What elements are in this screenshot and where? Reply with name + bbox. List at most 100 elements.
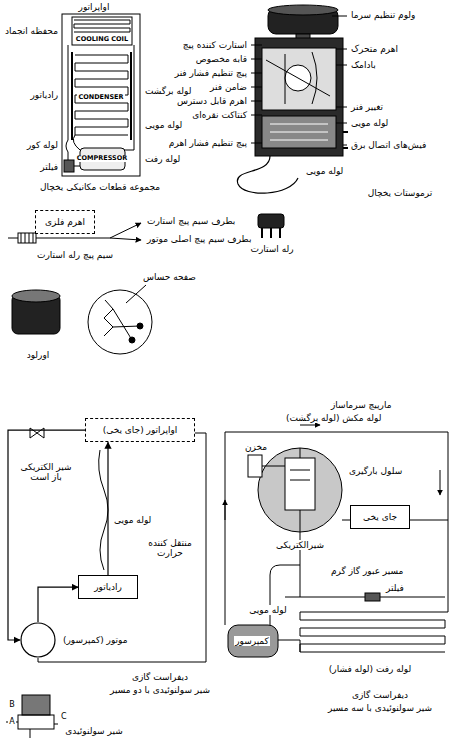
drawing-path — [113, 309, 140, 340]
part-label: استارت کننده پیچ — [182, 40, 248, 50]
part-label: ولوم تنظیم سرما — [350, 10, 416, 20]
component-box: اواپراتور (جای یخی) — [85, 418, 195, 442]
part-label: سیم پیچ رله استارت — [36, 250, 114, 260]
drawing-path — [73, 135, 80, 150]
part-label: رادیاتور — [29, 90, 59, 100]
drawing-path — [21, 233, 33, 243]
drawing-path — [300, 612, 448, 652]
part-label: شیر الکتریکی باز است — [14, 462, 78, 483]
part-label: مخزن — [244, 442, 268, 452]
part-label: COOLING COIL — [75, 36, 129, 43]
part-label: دیفراست گازی — [131, 672, 189, 682]
drawing-path — [74, 20, 130, 32]
part-label: لوله مویی — [305, 166, 344, 176]
drawing-rect — [72, 17, 132, 45]
drawing-path — [110, 223, 141, 238]
part-label: لوله مویی — [144, 120, 183, 130]
part-label: فیلتر — [39, 162, 59, 172]
drawing-path — [266, 52, 330, 104]
node-text: موتور (کمپرسور) — [62, 635, 129, 645]
part-label: اواپراتور — [78, 2, 111, 12]
component-box: جای یخی — [350, 505, 410, 529]
drawing-path — [104, 300, 113, 336]
drawing-path — [126, 285, 146, 303]
part-label: مجموعه قطعات مکانیکی یخچال — [39, 182, 161, 192]
part-label: لوله مویی — [350, 118, 389, 128]
drawing-path — [225, 432, 226, 625]
component-box: رادیاتور — [78, 575, 138, 599]
part-label: A — [8, 717, 15, 726]
part-label: شیر سولنوئیدی با سه مسیر — [327, 703, 433, 713]
pipe-connector — [107, 442, 108, 575]
pipe-connector — [8, 430, 85, 640]
part-label: محفظه انجماد — [4, 26, 59, 36]
part-label: شیرالکتریکی — [275, 540, 325, 550]
part-label: کمپرسور — [234, 636, 270, 646]
part-label: سلول بارگیری — [348, 466, 403, 476]
drawing-path — [225, 432, 448, 612]
part-label: اورلود — [26, 350, 51, 360]
part-label: رله استارت — [249, 244, 294, 254]
part-label: ضامن فنر — [209, 82, 248, 92]
drawing-path — [262, 228, 280, 238]
drawing-path — [332, 16, 347, 145]
drawing-path — [74, 166, 80, 167]
part-label: لوله مویی — [113, 515, 152, 525]
drawing-path — [290, 448, 310, 532]
drawing-rect — [365, 593, 380, 601]
drawing-path — [72, 52, 131, 140]
drawing-path — [270, 124, 328, 140]
node-text: اهرم فلزی — [44, 217, 86, 227]
compressor-circle: موتور (کمپرسور) — [20, 622, 56, 658]
drawing-path — [225, 500, 226, 520]
part-label: شیر سولنوئیدی — [64, 726, 123, 736]
drawing-rect — [62, 14, 140, 176]
part-label: بطرف سیم پیچ استارت — [146, 216, 236, 226]
drawing-path — [110, 238, 141, 240]
part-label: اهرم قابل دسترس — [176, 96, 248, 106]
drawing-rect — [22, 695, 50, 715]
part-label: لوله مکش (لوله برگشت) — [285, 413, 382, 423]
part-label: لوله مویی — [248, 605, 287, 615]
drawing-rect — [262, 116, 336, 148]
drawing-circle — [258, 448, 342, 532]
part-label: تغییر فنر — [350, 102, 384, 112]
drawing-path — [75, 55, 128, 135]
drawing-path — [300, 425, 320, 426]
drawing-rect — [18, 715, 54, 729]
node-text: جای یخی — [359, 512, 401, 522]
drawing-path — [237, 156, 298, 193]
part-label: قابه مخصوص — [195, 54, 248, 64]
part-label: ترموستات یخچال — [367, 188, 434, 198]
part-label: بادامک — [350, 60, 377, 70]
drawing-rect — [285, 458, 315, 510]
circle-shape — [21, 623, 55, 657]
part-label: لوله رفت (لوله فشار) — [328, 664, 412, 674]
part-label: دیفراست گازی — [351, 690, 409, 700]
drawing-path — [343, 132, 348, 148]
drawing-rect — [262, 48, 336, 110]
drawing-rect — [18, 233, 36, 243]
part-label: اهرم متحرک — [350, 44, 399, 54]
drawing-rect — [248, 455, 262, 477]
part-label: پیچ تنظیم فشار اهرم — [168, 138, 248, 148]
part-label: شیر سولنوئیدی با دو مسیر — [109, 685, 211, 695]
node-text: اواپراتور (جای یخی) — [94, 425, 186, 435]
part-label: فیلتر — [385, 583, 405, 593]
drawing-circle — [88, 290, 152, 354]
drawing-path — [440, 470, 441, 495]
part-label: COMPRESSOR — [76, 155, 129, 162]
part-label: پیچ تنظیم فشار فنر — [174, 68, 248, 78]
part-label: B — [8, 700, 16, 709]
pipe-connector — [38, 587, 78, 622]
part-label: لوله رفت — [144, 154, 181, 164]
drawing-path — [251, 45, 262, 143]
drawing-path — [270, 565, 300, 625]
drawing-polygon — [30, 428, 44, 438]
drawing-path — [99, 450, 108, 570]
drawing-rect — [258, 214, 284, 228]
drawing-path — [66, 45, 68, 160]
part-label: CONDENSER — [77, 94, 124, 101]
drawing-path — [262, 466, 448, 652]
